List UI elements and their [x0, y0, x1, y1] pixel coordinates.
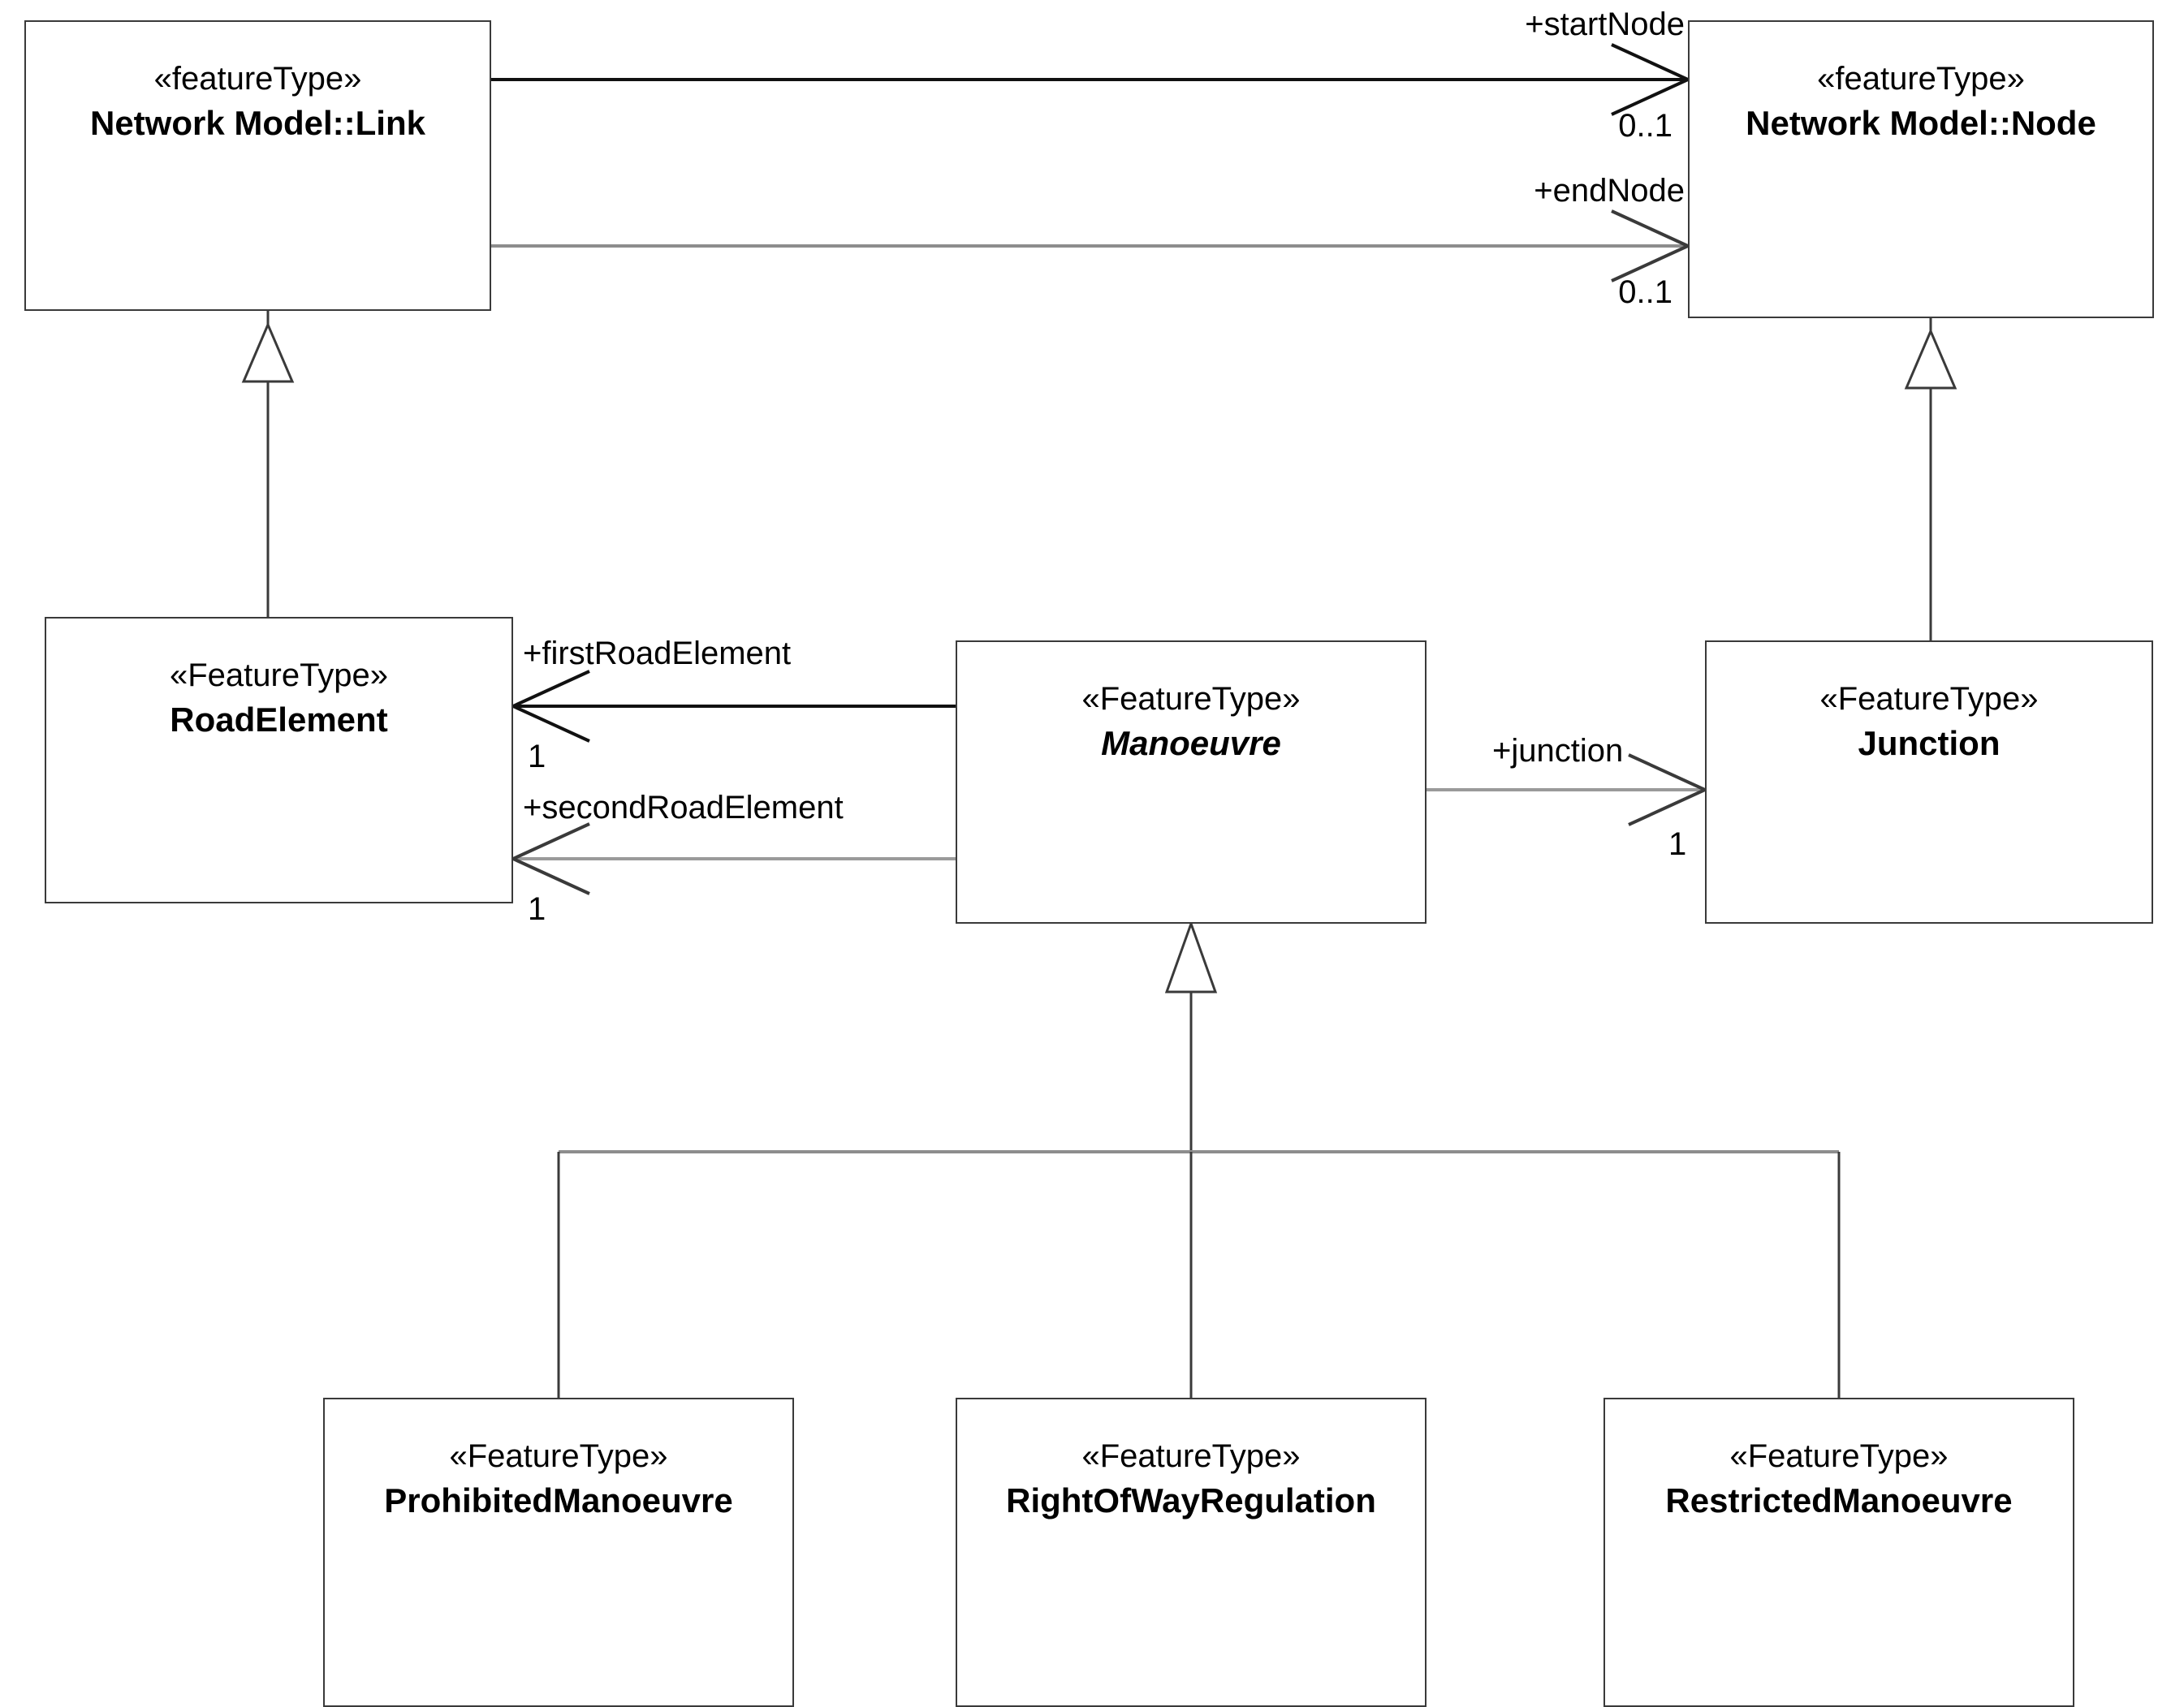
class-name: RightOfWayRegulation	[1006, 1481, 1376, 1519]
label-first-road-element-role: +firstRoadElement	[523, 636, 792, 671]
class-box-restricted-manoeuvre[interactable]: «FeatureType» RestrictedManoeuvre	[1603, 1398, 2074, 1707]
class-box-junction[interactable]: «FeatureType» Junction	[1705, 640, 2153, 924]
class-name: Network Model::Node	[1746, 104, 2096, 142]
label-second-road-element-role: +secondRoadElement	[523, 790, 844, 825]
generalization-tree-manoeuvre	[557, 920, 1841, 1398]
class-stereotype: «FeatureType»	[169, 657, 389, 693]
label-junction-multiplicity: 1	[1668, 826, 1687, 862]
label-first-road-element-multiplicity: 1	[528, 739, 546, 774]
association-start-node	[491, 43, 1692, 116]
association-end-node	[491, 209, 1692, 282]
class-stereotype: «featureType»	[1817, 61, 2025, 97]
class-name: RoadElement	[170, 700, 388, 739]
class-stereotype: «FeatureType»	[449, 1438, 668, 1474]
label-second-road-element-multiplicity: 1	[528, 891, 546, 927]
label-start-node-role: +startNode	[1525, 6, 1685, 42]
generalization-junction-node	[1904, 318, 1957, 640]
generalization-roadelement-link	[241, 311, 295, 617]
class-name: Network Model::Link	[89, 104, 425, 142]
label-end-node-multiplicity: 0..1	[1618, 274, 1673, 310]
class-stereotype: «FeatureType»	[1729, 1438, 1949, 1474]
class-box-prohibited-manoeuvre[interactable]: «FeatureType» ProhibitedManoeuvre	[323, 1398, 794, 1707]
class-stereotype: «FeatureType»	[1081, 1438, 1301, 1474]
class-name: Manoeuvre	[1101, 724, 1281, 762]
class-name: Junction	[1858, 724, 2001, 762]
class-name: RestrictedManoeuvre	[1665, 1481, 2013, 1519]
label-junction-role: +junction	[1492, 733, 1624, 769]
class-stereotype: «FeatureType»	[1081, 681, 1301, 717]
association-first-road-element	[509, 670, 956, 743]
class-stereotype: «FeatureType»	[1819, 681, 2039, 717]
class-stereotype: «featureType»	[153, 61, 362, 97]
class-box-right-of-way-regulation[interactable]: «FeatureType» RightOfWayRegulation	[956, 1398, 1427, 1707]
association-second-road-element	[509, 822, 956, 895]
label-end-node-role: +endNode	[1534, 173, 1685, 209]
label-start-node-multiplicity: 0..1	[1618, 108, 1673, 144]
class-name: ProhibitedManoeuvre	[384, 1481, 733, 1519]
class-box-network-model-link[interactable]: «featureType» Network Model::Link	[24, 20, 491, 311]
class-box-network-model-node[interactable]: «featureType» Network Model::Node	[1688, 20, 2154, 318]
class-box-manoeuvre[interactable]: «FeatureType» Manoeuvre	[956, 640, 1427, 924]
class-box-road-element[interactable]: «FeatureType» RoadElement	[45, 617, 513, 903]
